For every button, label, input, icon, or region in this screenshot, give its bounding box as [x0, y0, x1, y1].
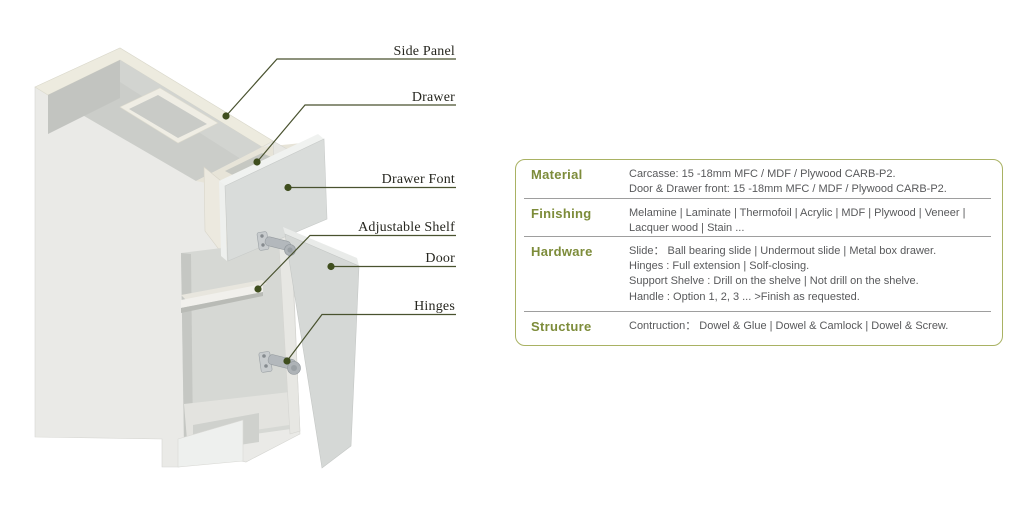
leader-line-adjustable-shelf: [257, 234, 456, 290]
side-panel-inner-wall: [48, 60, 120, 134]
label-hinges: Hinges: [414, 299, 455, 314]
leader-dot-door: [327, 262, 335, 271]
leader-line-hinges: [286, 313, 456, 362]
leader-line-drawer: [256, 104, 456, 163]
spec-table: Material Carcasse: 15 -18mm MFC / MDF / …: [515, 159, 1003, 346]
leader-dot-drawer: [253, 158, 261, 166]
spec-text: Handle : Option 1, 2, 3 ... >Finish as r…: [629, 290, 860, 303]
label-side-panel: Side Panel: [393, 44, 455, 59]
drawer-box-cavity: [129, 95, 207, 138]
label-door: Door: [425, 251, 455, 266]
spec-text: Carcasse: 15 -18mm MFC / MDF / Plywood C…: [629, 168, 896, 180]
leader-dot-side-panel: [222, 112, 230, 120]
drawer-front-top-edge: [219, 134, 324, 186]
shelf-shadow: [181, 292, 263, 313]
spec-text: Support Shelve : Drill on the shelve | N…: [629, 275, 919, 288]
label-adjustable-shelf: Adjustable Shelf: [358, 220, 455, 235]
spec-row-header: Finishing: [531, 206, 592, 221]
toe-kick-board: [177, 419, 244, 468]
spec-text: Hinges : Full extension | Solf-closing.: [629, 260, 810, 273]
spec-text: Lacquer wood | Stain ...: [629, 222, 745, 235]
row-separator: [524, 235, 991, 237]
spec-text: Melamine | Laminate | Thermofoil | Acryl…: [629, 207, 966, 219]
drawer-front-left-edge: [219, 181, 227, 261]
drawer-front-panel: [224, 138, 328, 262]
spec-text: Contruction： Dowel & Glue | Dowel & Caml…: [629, 320, 949, 332]
door-top-edge: [283, 227, 359, 266]
spec-row-header: Structure: [531, 319, 592, 334]
spec-row-header: Material: [531, 167, 583, 182]
leader-dot-hinges: [283, 357, 291, 365]
leader-line-side-panel: [225, 58, 456, 117]
spec-row-material: Material Carcasse: 15 -18mm MFC / MDF / …: [516, 160, 1002, 199]
spec-text: Slide： Ball bearing slide | Undermout sl…: [629, 245, 937, 257]
shelf-top: [181, 280, 267, 300]
spec-row-header: Hardware: [531, 244, 593, 259]
leader-dot-adjustable-shelf: [254, 285, 262, 293]
label-drawer: Drawer: [411, 90, 455, 105]
spec-row-structure: Structure Contruction： Dowel & Glue | Do…: [516, 312, 1002, 347]
door-panel: [284, 233, 360, 469]
hinge-bottom-icon: [258, 351, 301, 375]
row-separator: [524, 197, 991, 199]
shelf-front-edge: [181, 284, 263, 308]
spec-row-hardware: Hardware Slide： Ball bearing slide | Und…: [516, 237, 1002, 312]
row-separator: [524, 310, 991, 312]
leader-dot-drawer-front: [284, 183, 292, 192]
spec-row-finishing: Finishing Melamine | Laminate | Thermofo…: [516, 199, 1002, 237]
label-drawer-front: Drawer Font: [381, 172, 455, 187]
spec-text: Door & Drawer front: 15 -18mm MFC / MDF …: [629, 183, 947, 196]
